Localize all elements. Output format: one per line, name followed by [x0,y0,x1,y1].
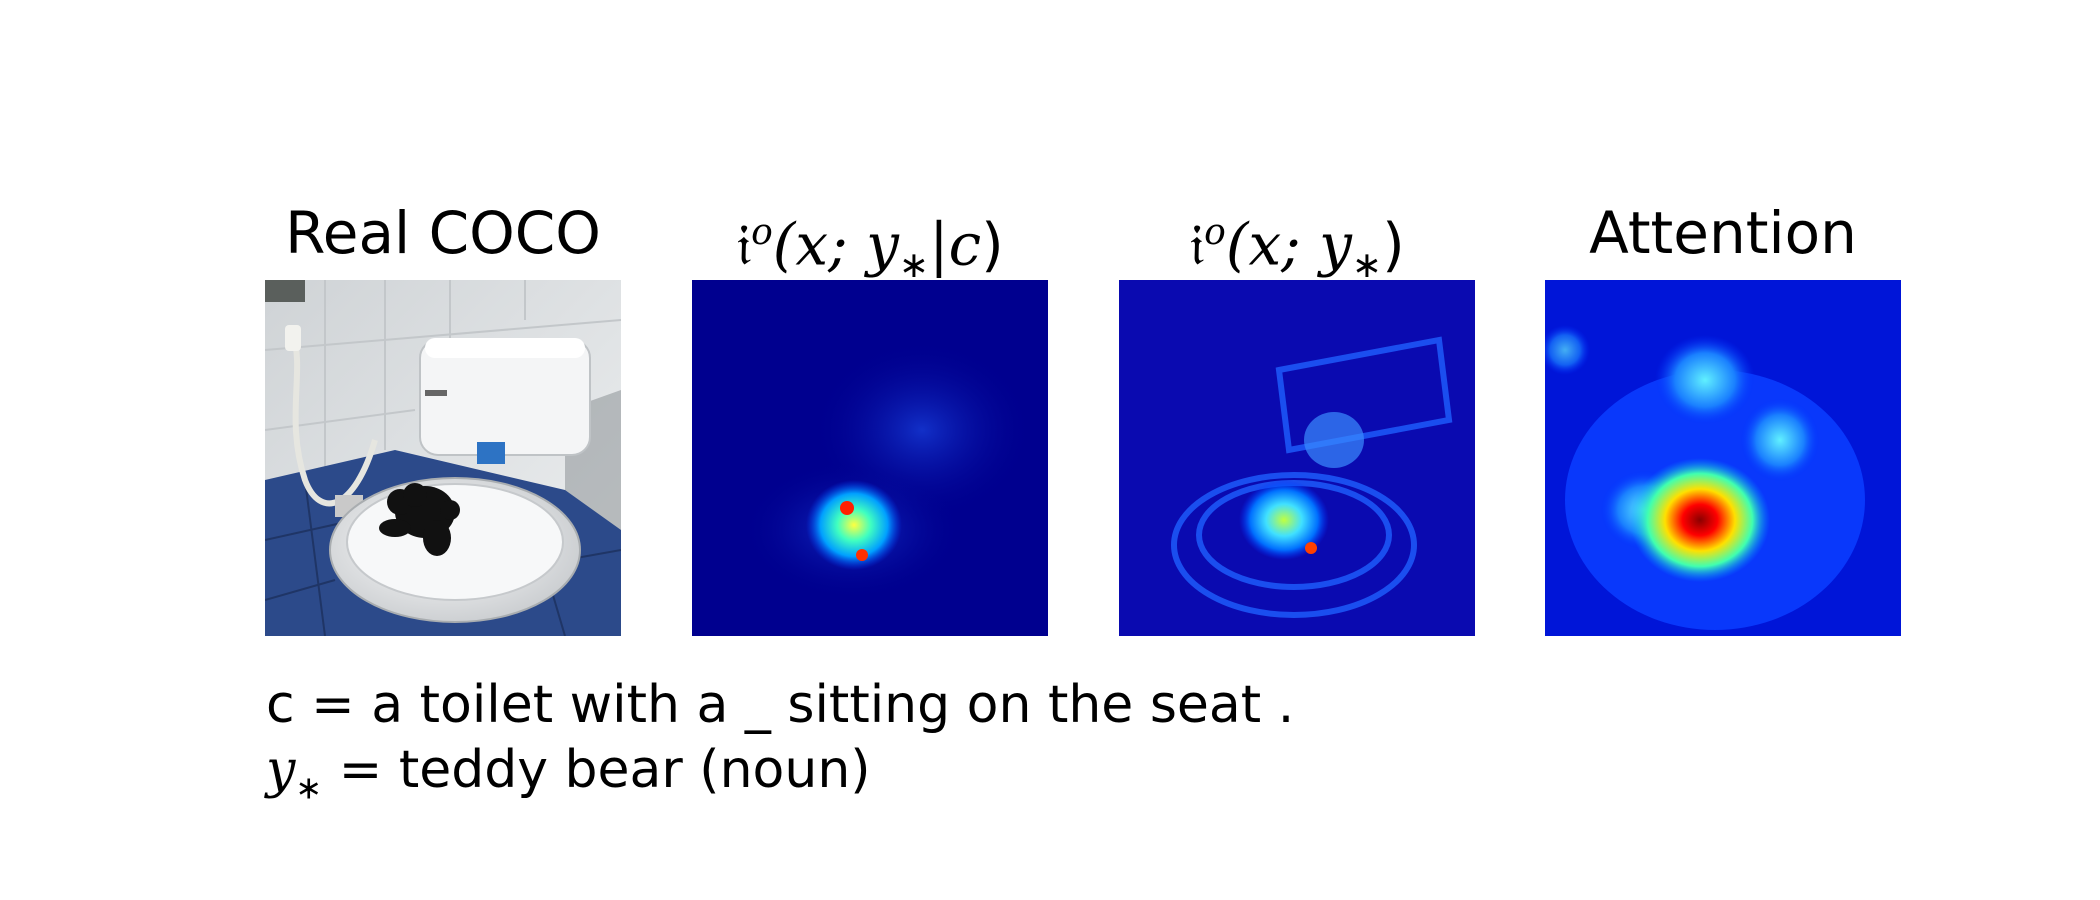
attention-heatmap [1545,280,1901,636]
caption-target: y∗ = teddy bear (noun) [266,740,871,807]
heatmap-conditional [692,280,1048,636]
title-pmi: 𝔦o(x; y∗) [1189,210,1405,286]
caption-context: c = a toilet with a _ sitting on the sea… [266,675,1295,735]
title-attention: Attention [1589,199,1857,267]
heatmap-unconditional [1119,280,1475,636]
title-conditional-pmi: 𝔦o(x; y∗|c) [736,210,1004,286]
toilet-photo-illustration [265,280,621,636]
title-real-coco: Real COCO [285,199,601,267]
real-coco-image [265,280,621,636]
mi-heatmap [1119,280,1475,636]
conditional-mi-heatmap [692,280,1048,636]
heatmap-attention [1545,280,1901,636]
